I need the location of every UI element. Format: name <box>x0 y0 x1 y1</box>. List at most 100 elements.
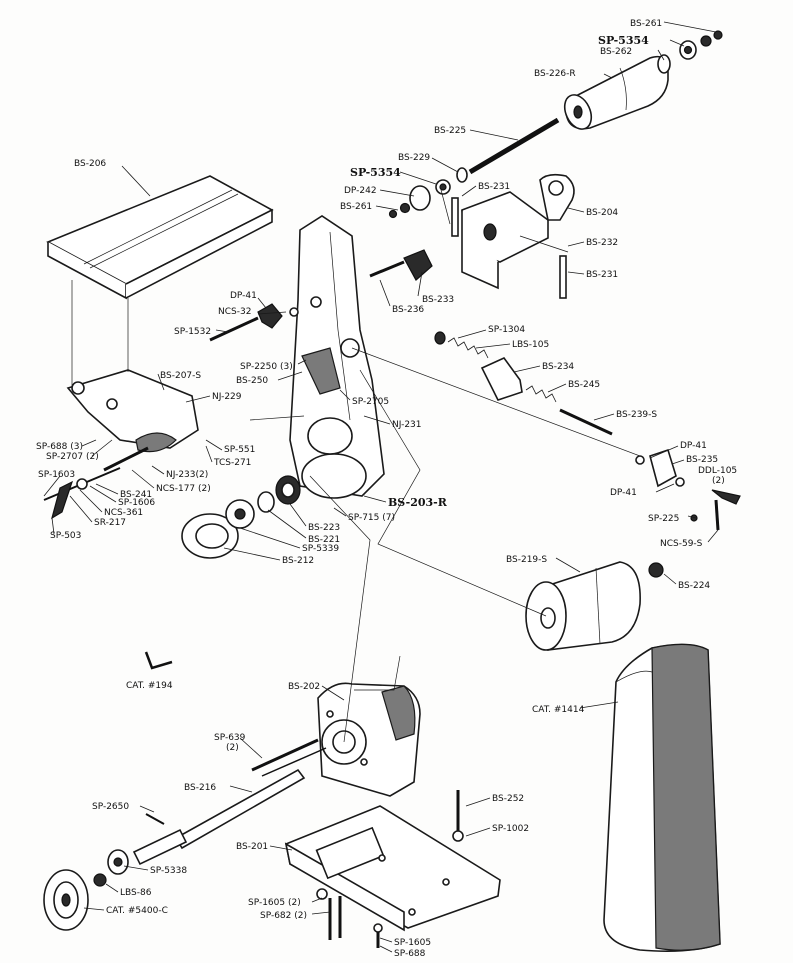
assembly-centerlines <box>71 185 641 743</box>
label-bs-206: BS-206 <box>74 159 106 169</box>
label-bs-224: BS-224 <box>678 581 710 591</box>
tracking-knob <box>209 303 299 342</box>
label-sp-2250: SP-2250 (3) <box>240 362 293 372</box>
label-ncs-177: NCS-177 (2) <box>156 484 211 494</box>
label-bs-233: BS-233 <box>422 295 454 305</box>
label-dp-41-a: DP-41 <box>230 291 257 301</box>
label-sp-5354-mid: SP-5354 <box>350 166 401 179</box>
label-bs-262: BS-262 <box>600 47 632 57</box>
label-ddl-105: DDL-105 <box>698 466 737 476</box>
label-bs-241: BS-241 <box>120 490 152 500</box>
label-nj-231: NJ-231 <box>392 420 422 430</box>
label-sp-1304: SP-1304 <box>488 325 525 335</box>
bs-207-s-trunnion <box>66 369 199 453</box>
label-sp-639-qty: (2) <box>226 743 239 753</box>
label-bs-250: BS-250 <box>236 376 268 386</box>
bs-212-ring-and-bearings <box>181 475 301 559</box>
label-bs-202: BS-202 <box>288 682 320 692</box>
label-bs-201: BS-201 <box>236 842 268 852</box>
label-bs-212: BS-212 <box>282 556 314 566</box>
bs-201-base-plate <box>284 805 501 932</box>
base-fasteners <box>316 790 464 948</box>
label-sp-682: SP-682 (2) <box>260 911 307 921</box>
label-sp-5338: SP-5338 <box>150 866 187 876</box>
label-sp-1605: SP-1605 <box>394 938 431 948</box>
label-sp-5354-top: SP-5354 <box>598 34 649 47</box>
label-bs-229: BS-229 <box>398 153 430 163</box>
label-ncs-361: NCS-361 <box>104 508 143 518</box>
label-lbs-86: LBS-86 <box>120 888 152 898</box>
label-dp-41-b: DP-41 <box>680 441 707 451</box>
label-sp-1606: SP-1606 <box>118 498 155 508</box>
label-sp-688: SP-688 <box>394 949 426 959</box>
label-sp-1605-2: SP-1605 (2) <box>248 898 301 908</box>
bs-235-tension-knob <box>635 448 741 531</box>
cat-194-hex-key <box>144 651 173 670</box>
bs-226-r-idler-pulley <box>563 55 669 130</box>
label-dp-242: DP-242 <box>344 186 377 196</box>
label-bs-245: BS-245 <box>568 380 600 390</box>
label-cat-194: CAT. #194 <box>126 681 173 691</box>
bs-225-shaft <box>468 117 560 175</box>
label-bs-261-top: BS-261 <box>630 19 662 29</box>
label-sr-217: SR-217 <box>94 518 126 528</box>
cat-1414-sanding-belt <box>603 643 721 952</box>
label-dp-41-c: DP-41 <box>610 488 637 498</box>
label-tcs-271: TCS-271 <box>213 458 251 468</box>
bs-203-r-main-frame <box>289 215 385 499</box>
label-sp-1603: SP-1603 <box>38 470 75 480</box>
leader-lines <box>43 21 719 953</box>
label-cat-5400-c: CAT. #5400-C <box>106 906 168 916</box>
label-sp-715: SP-715 (7) <box>348 513 395 523</box>
label-bs-223: BS-223 <box>308 523 340 533</box>
top-bearing-stack <box>657 30 723 74</box>
label-sp-2705: SP-2705 <box>352 397 389 407</box>
label-nj-229: NJ-229 <box>212 392 242 402</box>
label-bs-236: BS-236 <box>392 305 424 315</box>
label-cat-1414: CAT. #1414 <box>532 705 585 715</box>
label-sp-639: SP-639 <box>214 733 246 743</box>
bs-202-motor-housing <box>317 682 421 797</box>
label-ncs-32: NCS-32 <box>218 307 251 317</box>
label-sp-551: SP-551 <box>224 445 255 455</box>
label-sp-1002: SP-1002 <box>492 824 529 834</box>
label-nj-233: NJ-233(2) <box>166 470 208 480</box>
cat-5400-c-pulley <box>43 849 129 931</box>
label-bs-226-r: BS-226-R <box>534 69 576 79</box>
bs-206-table <box>46 175 274 300</box>
bs-233-knob <box>369 249 433 281</box>
label-bs-207-s: BS-207-S <box>160 371 201 381</box>
label-bs-261-mid: BS-261 <box>340 202 372 212</box>
label-sp-225: SP-225 <box>648 514 679 524</box>
mid-bearing-stack <box>388 167 468 219</box>
label-sp-688-3: SP-688 (3) <box>36 442 83 452</box>
label-bs-234: BS-234 <box>542 362 574 372</box>
label-bs-231-low: BS-231 <box>586 270 618 280</box>
label-bs-204: BS-204 <box>586 208 618 218</box>
label-sp-503: SP-503 <box>50 531 81 541</box>
bs-204-bracket <box>451 173 575 299</box>
tilt-lock-assembly <box>43 446 149 520</box>
label-sp-5339: SP-5339 <box>302 544 339 554</box>
label-ddl-105-qty: (2) <box>712 476 725 486</box>
label-bs-203-r: BS-203-R <box>388 496 448 509</box>
label-sp-2650: SP-2650 <box>92 802 129 812</box>
label-bs-235: BS-235 <box>686 455 718 465</box>
tension-spring-assembly <box>434 331 613 436</box>
label-bs-231-top: BS-231 <box>478 182 510 192</box>
label-sp-2707: SP-2707 (2) <box>46 452 99 462</box>
label-bs-221: BS-221 <box>308 535 340 545</box>
bs-216-motor-shaft <box>132 738 327 866</box>
part-labels: BS-261 SP-5354 BS-262 BS-226-R BS-225 BS… <box>36 19 737 959</box>
label-sp-1532: SP-1532 <box>174 327 211 337</box>
label-bs-239-s: BS-239-S <box>616 410 657 420</box>
label-bs-252: BS-252 <box>492 794 524 804</box>
label-ncs-59-s: NCS-59-S <box>660 539 703 549</box>
label-lbs-105: LBS-105 <box>512 340 549 350</box>
label-bs-232: BS-232 <box>586 238 618 248</box>
bs-219-s-drive-drum <box>525 561 664 651</box>
label-bs-225: BS-225 <box>434 126 466 136</box>
label-bs-219-s: BS-219-S <box>506 555 547 565</box>
